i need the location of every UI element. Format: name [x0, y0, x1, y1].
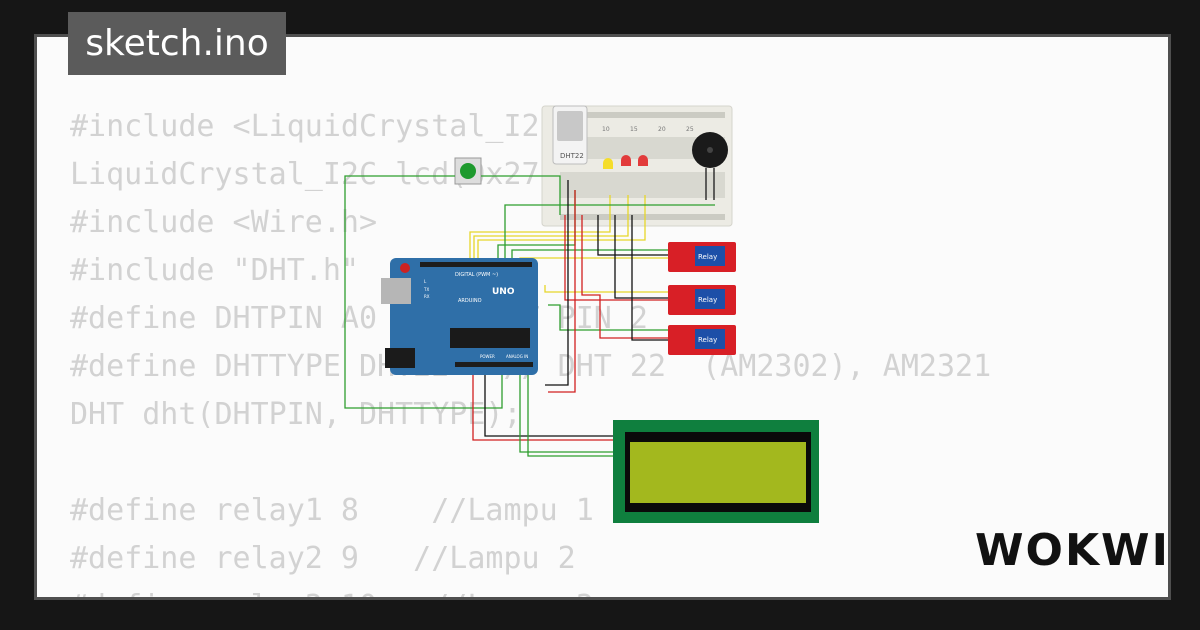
power-label: POWER — [480, 354, 495, 359]
file-tab-label: sketch.ino — [85, 23, 269, 64]
arduino-uno[interactable]: DIGITAL (PWM ~) UNO ARDUINO POWER ANALOG… — [381, 258, 538, 375]
breadboard-number: 20 — [658, 126, 666, 133]
digital-header — [420, 262, 532, 267]
relay-label: Relay — [698, 336, 717, 344]
wires — [344, 175, 715, 457]
code-line: #include "DHT.h" — [70, 253, 359, 288]
breadboard: 1 5 10 15 20 25 — [541, 105, 733, 227]
code-line: #define relay1 8 //Lampu 1 — [70, 493, 594, 528]
led-yellow — [603, 158, 613, 169]
analog-header — [455, 362, 533, 367]
wokwi-logo: WOKWI — [975, 525, 1170, 576]
rx-label: RX — [424, 294, 430, 299]
file-tab[interactable]: sketch.ino — [68, 12, 286, 75]
code-line: #include <Wire.h> — [70, 205, 378, 240]
usb-port — [381, 278, 411, 304]
buzzer — [692, 132, 728, 200]
lcd-display[interactable] — [613, 420, 819, 523]
dht22-sensor[interactable]: DHT22 — [552, 105, 588, 165]
led-red — [638, 155, 648, 166]
led-l-label: L — [424, 279, 427, 284]
tx-label: TX — [423, 287, 429, 292]
breadboard-number: 15 — [630, 126, 638, 133]
led-red — [621, 155, 631, 166]
uno-label: UNO — [492, 287, 515, 297]
relay-label: Relay — [698, 253, 717, 261]
arduino-brand-label: ARDUINO — [458, 298, 482, 304]
code-line: #define relay3 10 //Lampu 3 — [70, 583, 991, 597]
relay-module[interactable]: Relay — [668, 242, 736, 272]
microcontroller-chip — [450, 328, 530, 348]
analog-label: ANALOG IN — [506, 354, 528, 359]
dht22-label: DHT22 — [560, 152, 584, 160]
digital-pins-label: DIGITAL (PWM ~) — [455, 272, 498, 278]
breadboard-number: 10 — [602, 126, 610, 133]
power-jack — [385, 348, 415, 368]
breadboard-number: 25 — [686, 126, 694, 133]
code-line: #define relay2 9 //Lampu 2 — [70, 541, 576, 576]
relay-module[interactable]: Relay — [668, 285, 736, 315]
code-editor: #include <LiquidCrystal_I2C.h>LiquidCrys… — [70, 103, 991, 597]
reset-button — [400, 263, 410, 273]
relay-module[interactable]: Relay — [668, 325, 736, 355]
code-line: DHT dht(DHTPIN, DHTTYPE); — [70, 397, 522, 432]
relay-label: Relay — [698, 296, 717, 304]
push-button[interactable] — [454, 157, 482, 185]
breadboard-holes — [560, 112, 725, 220]
